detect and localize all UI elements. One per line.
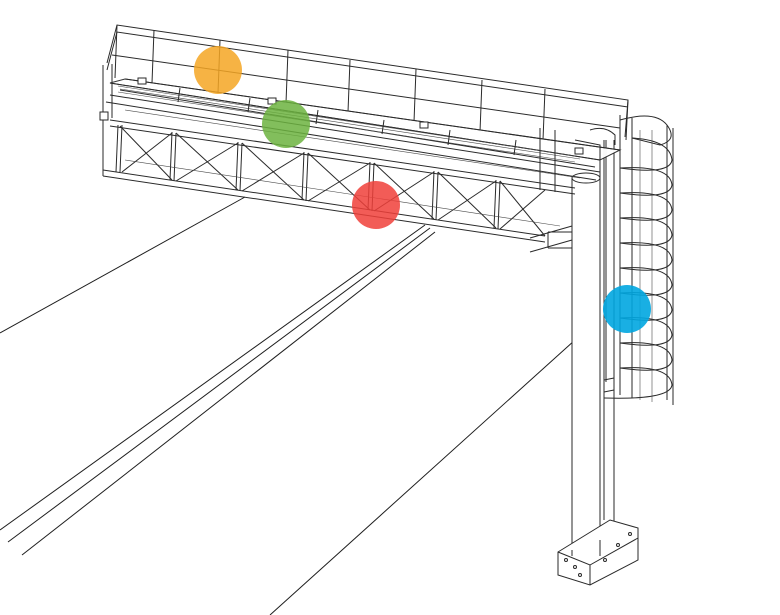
road-edge-left: [0, 196, 246, 334]
lane-divider-line-2: [7, 227, 431, 543]
road-edge-right: [269, 339, 576, 615]
roadway: [0, 196, 576, 615]
column-base-plate: [557, 519, 639, 586]
marker-red[interactable]: [352, 181, 400, 229]
marker-green[interactable]: [262, 100, 310, 148]
lane-divider-line-3: [21, 231, 436, 556]
marker-orange[interactable]: [194, 46, 242, 94]
marker-blue[interactable]: [603, 285, 651, 333]
ladder-cage: [603, 115, 674, 405]
lane-divider-line-1: [0, 224, 426, 531]
support-column: [529, 140, 639, 586]
callout-markers: [194, 46, 651, 333]
